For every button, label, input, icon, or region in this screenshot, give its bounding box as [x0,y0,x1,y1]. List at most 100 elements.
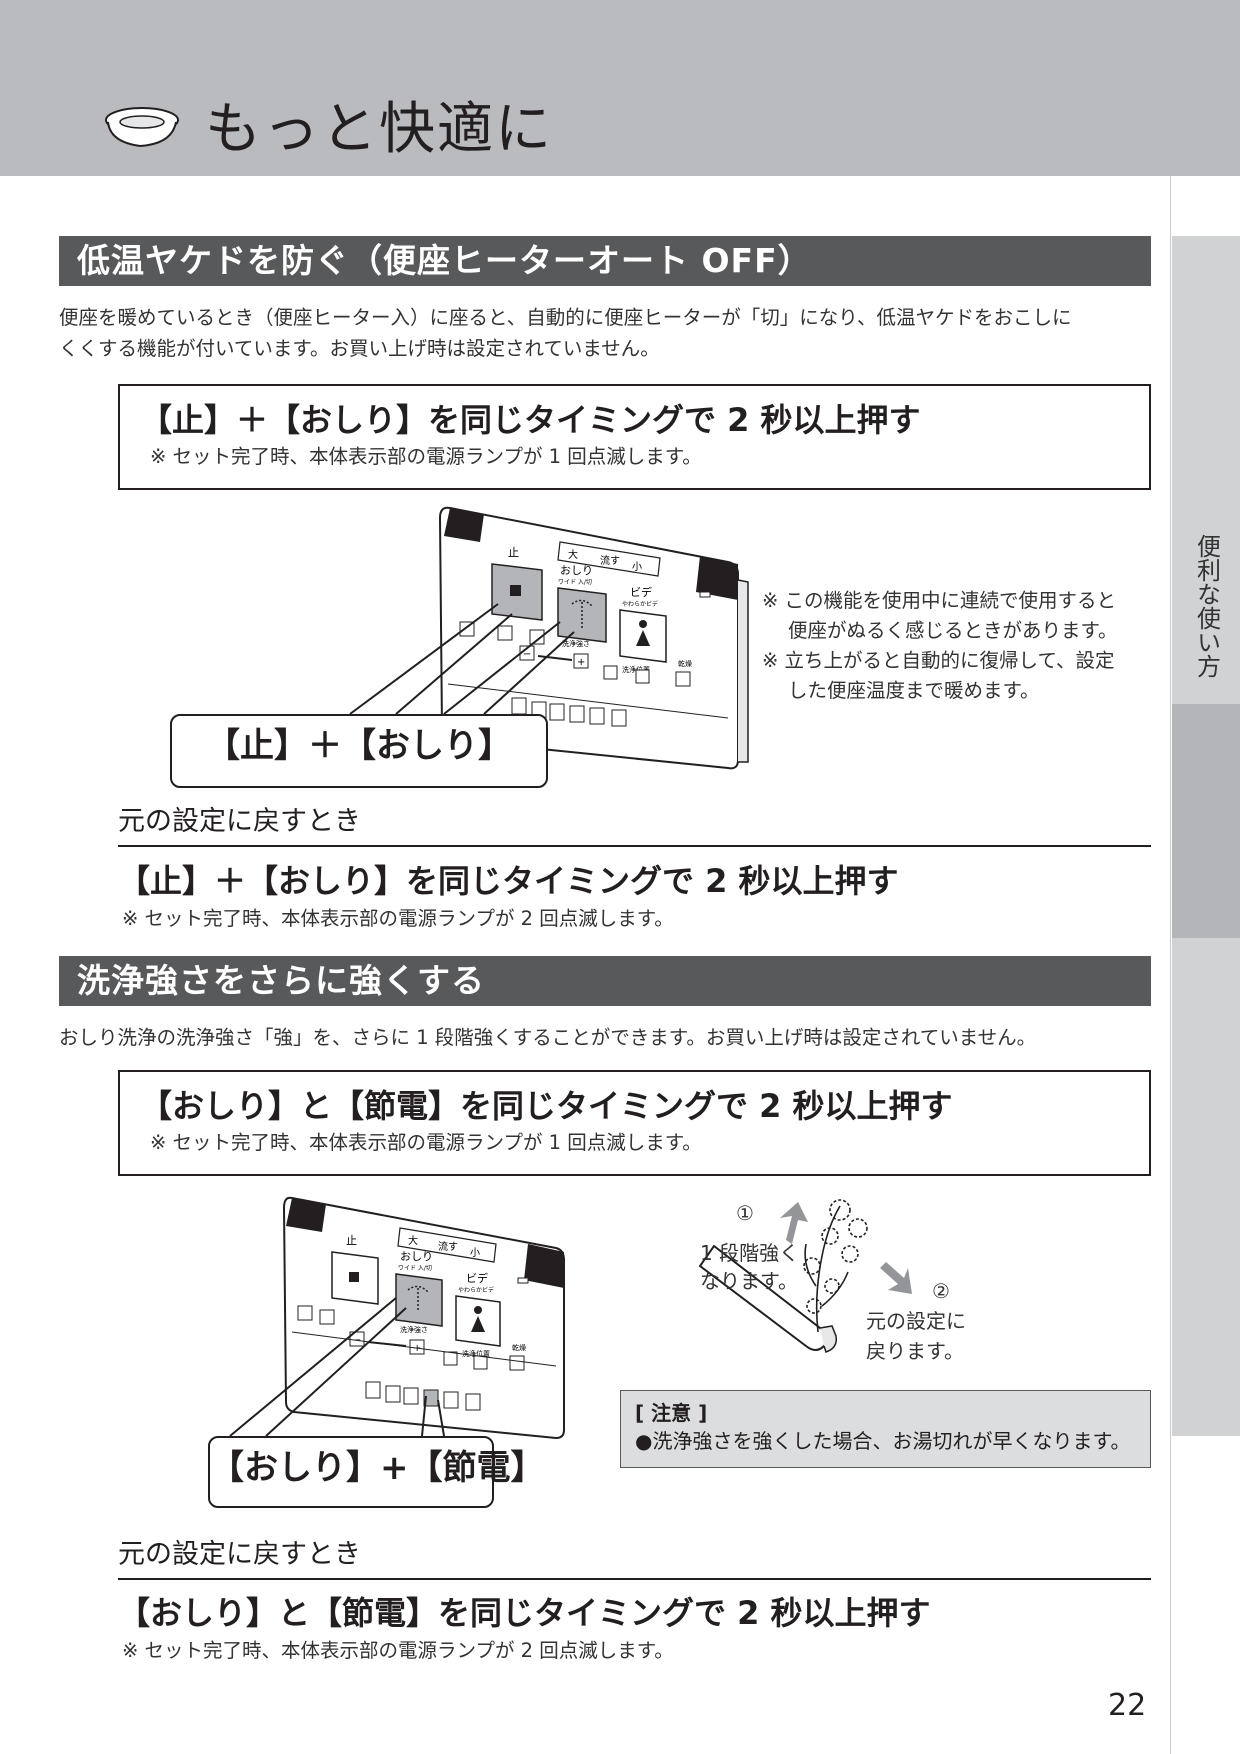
massage-button[interactable] [319,1309,335,1325]
stop-icon [349,1272,359,1282]
flush-large-label: 大 [568,548,578,561]
bidet-person-icon [471,1316,485,1332]
instruction-box: 【止】＋【おしり】を同じタイミングで 2 秒以上押す ※ セット完了時、本体表示… [118,384,1151,490]
dry-button[interactable] [675,671,691,687]
bottom-button[interactable] [611,709,627,727]
position-button[interactable] [443,1351,458,1366]
side-note-line: ※ この機能を使用中に連続で使用すると [762,589,1117,612]
side-note-line: 便座がぬるく感じるときがあります。 [788,619,1118,642]
side-note-line: した便座温度まで暖めます。 [788,679,1040,702]
restore-heading: 元の設定に戻すとき [118,803,1151,847]
side-tab-background [1172,938,1240,1436]
strength-bar [537,655,573,661]
bidet-person-icon [474,1306,482,1314]
turbo-button[interactable] [297,1305,313,1321]
oshiri-label: おしり [400,1250,433,1263]
flush-small-label: 小 [632,561,642,573]
intro-line: くくする機能が付いています。お買い上げ時は設定されていません。 [59,337,660,360]
callout-pointer [265,1307,407,1437]
bottom-button-row [365,1381,481,1411]
oshiri-button[interactable] [395,1273,443,1327]
step1-text: なります。 [700,1269,798,1293]
instruction-title: 【おしり】と【節電】を同じタイミングで 2 秒以上押す [140,1087,953,1125]
power-button[interactable] [365,1381,381,1399]
flush-small-label: 小 [470,1247,480,1259]
arrow-down-icon [880,1262,912,1294]
instruction-note: ※ セット完了時、本体表示部の電源ランプが 1 回点滅します。 [150,1131,702,1154]
bidet-sublabel: やわらかビデ [458,1286,494,1294]
divider [447,683,729,719]
side-tab-background [1172,236,1240,704]
bottom-button[interactable] [549,703,565,721]
bidet-label: ビデ [630,585,652,599]
remote-control-diagram: 大 流す 小 止 おしり ワイド 入/切 ビデ やわらかビデ 洗浄強さ − + … [229,1196,565,1440]
bidet-sublabel: やわらかビデ [622,600,658,608]
callout-pointer [437,1399,445,1437]
stop-label: 止 [346,1234,357,1247]
position-button[interactable] [635,669,650,684]
caution-text: ●洗浄強さを強くした場合、お湯切れが早くなります。 [635,1429,1131,1453]
side-note: ※ この機能を使用中に連続で使用すると 便座がぬるく感じるときがあります。 [762,586,1152,646]
position-button[interactable] [473,1355,488,1370]
remote-corner [286,1198,326,1232]
callout-stop-oshiri: 【止】＋【おしり】 [170,714,548,788]
dry-label: 乾燥 [512,1343,526,1352]
instruction-note: ※ セット完了時、本体表示部の電源ランプが 1 回点滅します。 [150,445,702,468]
arrow-up-icon [780,1202,808,1244]
wash-strength-label: 洗浄強さ [562,639,590,648]
nozzle-spray-diagram [698,1199,912,1353]
position-button[interactable] [603,665,618,680]
small-button[interactable] [529,629,545,645]
section-heading-wash-strength: 洗浄強さをさらに強くする [59,956,1151,1006]
intro-line: 便座を暖めているとき（便座ヒーター入）に座ると、自動的に便座ヒーターが「切」にな… [59,306,1072,329]
restore-instruction: 【止】＋【おしり】を同じタイミングで 2 秒以上押す [118,862,899,900]
dry-button[interactable] [509,1355,525,1371]
divider [291,1331,557,1367]
bottom-button[interactable] [589,707,605,725]
header-band [0,0,1240,176]
remote-corner [524,1244,564,1288]
wash-strength-label: 洗浄強さ [400,1325,428,1334]
step2-marker: ② [932,1279,950,1303]
bottom-button[interactable] [465,1393,481,1411]
restore-instruction: 【おしり】と【節電】を同じタイミングで 2 秒以上押す [118,1594,931,1632]
bottom-button[interactable] [385,1385,401,1403]
dry-label: 乾燥 [678,659,692,668]
side-note: ※ 立ち上がると自動的に復帰して、設定 した便座温度まで暖めます。 [762,646,1152,706]
side-note-line: ※ 立ち上がると自動的に復帰して、設定 [762,649,1115,672]
power-save-button[interactable] [423,1389,439,1407]
stop-label: 止 [508,546,519,559]
flush-large-label: 大 [408,1234,418,1247]
side-notes: ※ この機能を使用中に連続で使用すると 便座がぬるく感じるときがあります。 ※ … [762,586,1152,706]
step1-marker: ① [736,1201,754,1225]
bottom-button[interactable] [443,1391,459,1409]
strength-plus-button[interactable] [573,653,589,669]
nozzle-position-label: 洗浄位置 [462,1349,490,1358]
step2-text: 元の設定に [866,1309,966,1333]
bidet-person-icon [639,620,647,628]
callout-pointer [229,1297,397,1437]
minus-icon: − [523,649,531,660]
remote-control-diagram: 大 流す 小 止 おしり ワイド 入/切 ビデ やわらかビデ 洗浄強さ − + … [349,506,749,770]
callout-oshiri-powersave: 【おしり】+【節電】 [208,1436,545,1508]
remote-corner [444,508,484,542]
bottom-button[interactable] [569,705,585,723]
callout-pointer [443,621,561,715]
section-heading-low-temp-burn: 低温ヤケドを防ぐ（便座ヒーターオート OFF） [59,236,1151,286]
step2-text: 戻ります。 [866,1339,964,1363]
callout-pointer [483,631,575,715]
oshiri-sublabel: ワイド 入/切 [558,579,592,586]
side-tab-label[interactable]: 便利な使い方 [1192,534,1221,678]
toilet-seat-icon [105,107,179,148]
stop-icon [510,585,521,596]
bidet-label: ビデ [466,1271,488,1285]
flush-label: 流す [438,1240,458,1253]
massage-button[interactable] [497,625,513,641]
remote-corner [696,556,738,600]
caution-heading: [ 注意 ] [635,1401,708,1425]
bottom-button[interactable] [403,1387,419,1405]
flush-panel: 大 流す 小 [397,1227,497,1263]
page-title: もっと快適に [205,97,553,162]
page-number: 22 [1108,1688,1147,1723]
power-button[interactable] [511,697,527,715]
